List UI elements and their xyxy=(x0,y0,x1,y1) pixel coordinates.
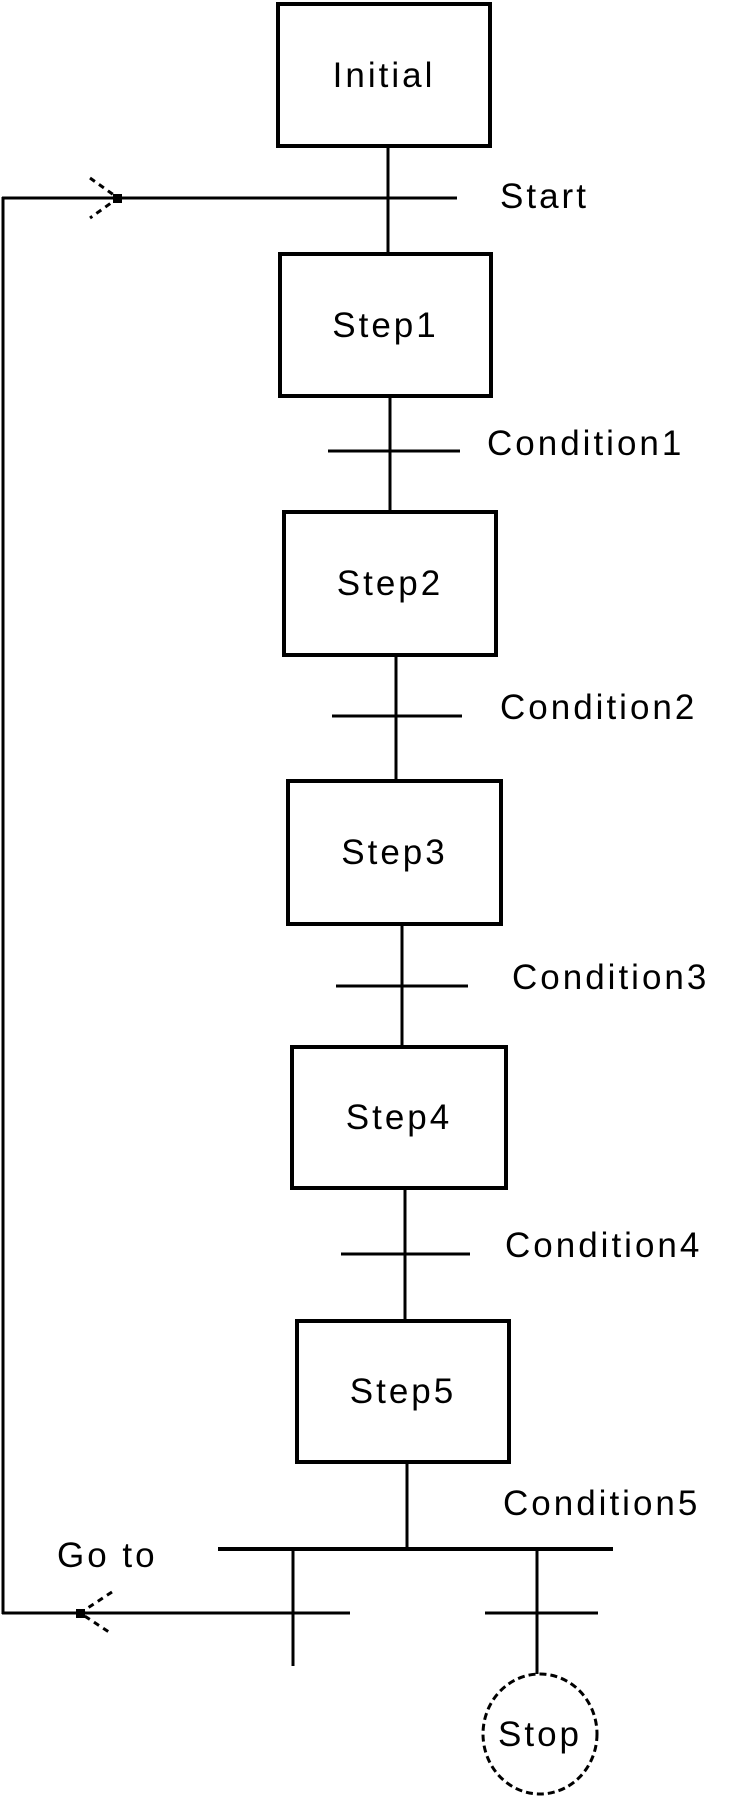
step3-box: Step3 xyxy=(286,779,503,926)
start-transition-label: Start xyxy=(500,177,589,216)
step1-label: Step1 xyxy=(332,305,439,345)
step2-box: Step2 xyxy=(282,510,498,657)
loop-entry-arrow-tip xyxy=(113,194,122,203)
step1-box: Step1 xyxy=(278,252,493,398)
initial-step-box: Initial xyxy=(276,2,492,148)
step2-label: Step2 xyxy=(336,564,444,603)
step5-label: Step5 xyxy=(349,1372,457,1411)
step5-box: Step5 xyxy=(295,1319,511,1464)
condition4-label: Condition4 xyxy=(505,1226,703,1265)
condition5-label: Condition5 xyxy=(503,1484,701,1523)
stop-node-circle xyxy=(481,1672,599,1796)
step3-label: Step3 xyxy=(341,833,448,872)
condition2-label: Condition2 xyxy=(500,688,698,727)
goto-label: Go to xyxy=(57,1536,158,1575)
initial-step-label: Initial xyxy=(332,55,436,95)
condition3-label: Condition3 xyxy=(512,958,710,997)
step4-label: Step4 xyxy=(345,1098,453,1137)
loop-return-arrow-tip xyxy=(76,1609,85,1618)
condition1-label: Condition1 xyxy=(487,424,685,463)
step4-box: Step4 xyxy=(290,1045,508,1190)
stop-node-label: Stop xyxy=(498,1714,582,1754)
stop-node: Stop xyxy=(482,1673,598,1795)
